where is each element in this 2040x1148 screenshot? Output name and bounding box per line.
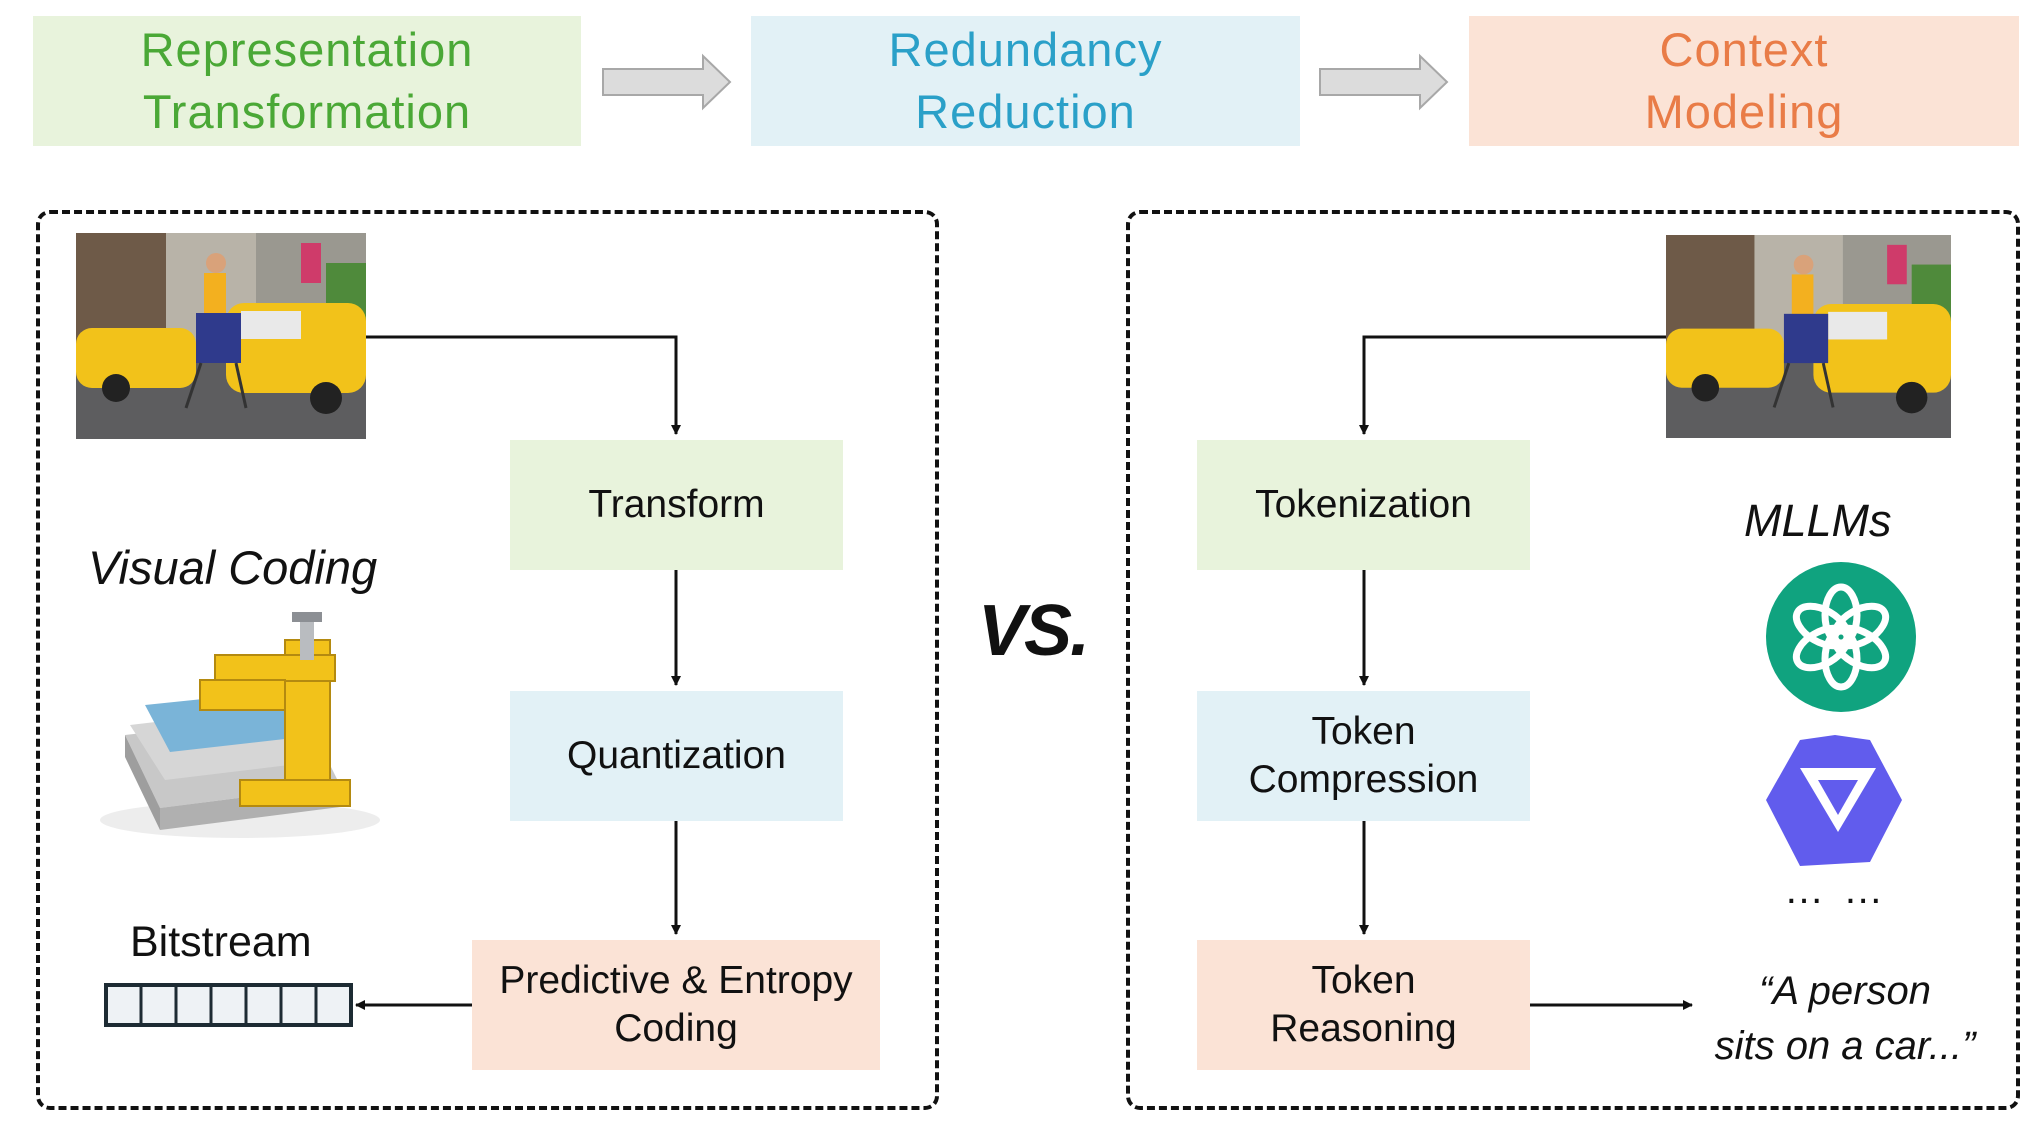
qwen-logo-icon bbox=[1766, 735, 1902, 866]
box-label: Predictive & Entropy bbox=[499, 959, 853, 1002]
versus-label: VS. bbox=[978, 591, 1090, 671]
stage-line: Modeling bbox=[1644, 85, 1844, 138]
predictive-entropy-coding-box: Predictive & Entropy Coding bbox=[472, 940, 880, 1070]
bitstream-icon bbox=[104, 983, 353, 1027]
token-compression-box: Token Compression bbox=[1197, 691, 1530, 821]
stage-arrow-1 bbox=[602, 53, 732, 111]
box-label: Compression bbox=[1248, 758, 1479, 801]
quantization-box: Quantization bbox=[510, 691, 843, 821]
box-label: Coding bbox=[614, 1007, 738, 1050]
compression-clamp-icon bbox=[100, 612, 380, 838]
stage-redundancy-reduction: Redundancy Reduction bbox=[751, 16, 1300, 146]
caption-output: “A person sits on a car...” bbox=[1690, 964, 2000, 1074]
transform-box: Transform bbox=[510, 440, 843, 570]
stage-line: Transformation bbox=[142, 85, 472, 138]
bitstream-label: Bitstream bbox=[130, 918, 312, 966]
visual-coding-title: Visual Coding bbox=[88, 541, 378, 594]
stage-representation-transformation: Representation Transformation bbox=[33, 16, 581, 146]
caption-line: “A person bbox=[1759, 969, 1931, 1013]
box-label: Token bbox=[1311, 959, 1416, 1002]
openai-logo-icon bbox=[1766, 562, 1916, 712]
taxi-photo-right bbox=[1666, 235, 1951, 438]
stage-context-modeling: Context Modeling bbox=[1469, 16, 2019, 146]
taxi-photo-left bbox=[76, 233, 366, 439]
caption-line: sits on a car...” bbox=[1714, 1024, 1976, 1068]
stage-line: Reduction bbox=[915, 85, 1136, 138]
more-models-ellipsis: … … bbox=[1784, 868, 1888, 912]
box-label: Reasoning bbox=[1270, 1007, 1457, 1050]
box-label: Token bbox=[1311, 710, 1416, 753]
mllm-panel bbox=[1126, 210, 2020, 1110]
stage-line: Redundancy bbox=[888, 23, 1163, 76]
box-label: Transform bbox=[588, 483, 765, 526]
tokenization-box: Tokenization bbox=[1197, 440, 1530, 570]
visual-coding-panel bbox=[36, 210, 939, 1110]
arrow-image-to-tokenization bbox=[1359, 335, 1666, 435]
box-label: Tokenization bbox=[1255, 483, 1472, 526]
arrow-image-to-transform bbox=[366, 335, 681, 435]
mllms-title: MLLMs bbox=[1744, 495, 1892, 546]
token-reasoning-box: Token Reasoning bbox=[1197, 940, 1530, 1070]
stage-line: Representation bbox=[140, 23, 474, 76]
stage-line: Context bbox=[1659, 23, 1829, 76]
box-label: Quantization bbox=[567, 734, 786, 777]
stage-arrow-2 bbox=[1319, 53, 1449, 111]
